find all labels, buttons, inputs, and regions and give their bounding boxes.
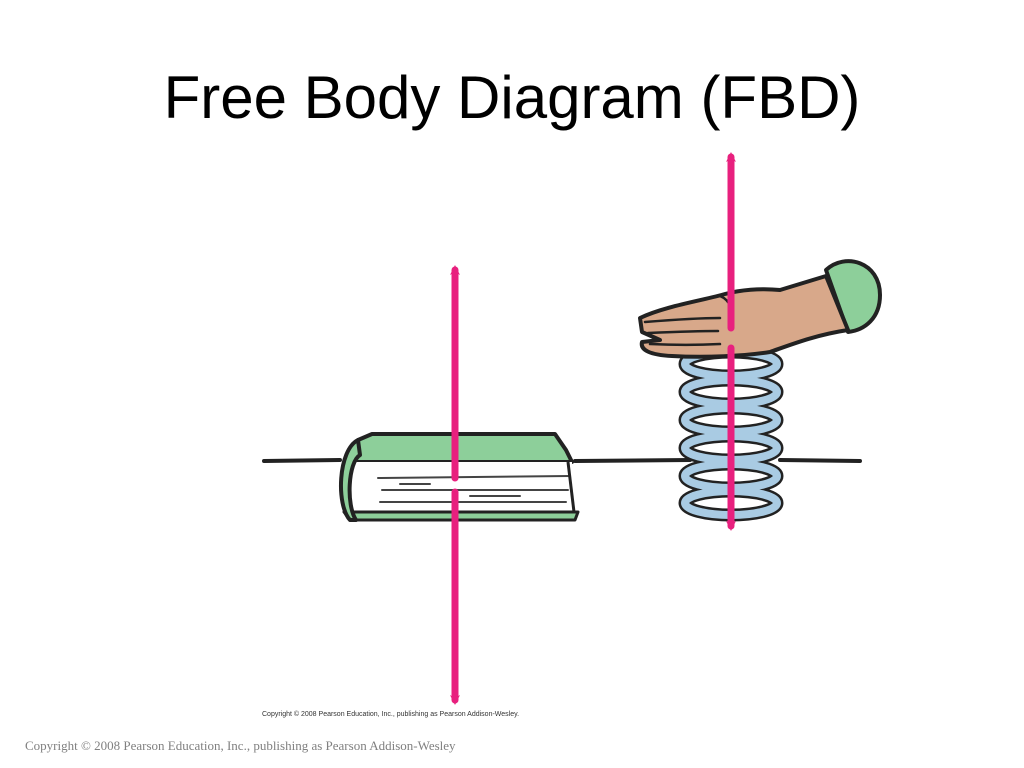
figure-copyright-credit: Copyright © 2008 Pearson Education, Inc.… (262, 711, 520, 718)
book-icon (339, 432, 580, 522)
table-surface-line (262, 458, 862, 463)
slide-footer-copyright: Copyright © 2008 Pearson Education, Inc.… (25, 738, 456, 753)
slide-title: Free Body Diagram (FBD) (163, 64, 861, 131)
hand-icon (638, 259, 882, 359)
